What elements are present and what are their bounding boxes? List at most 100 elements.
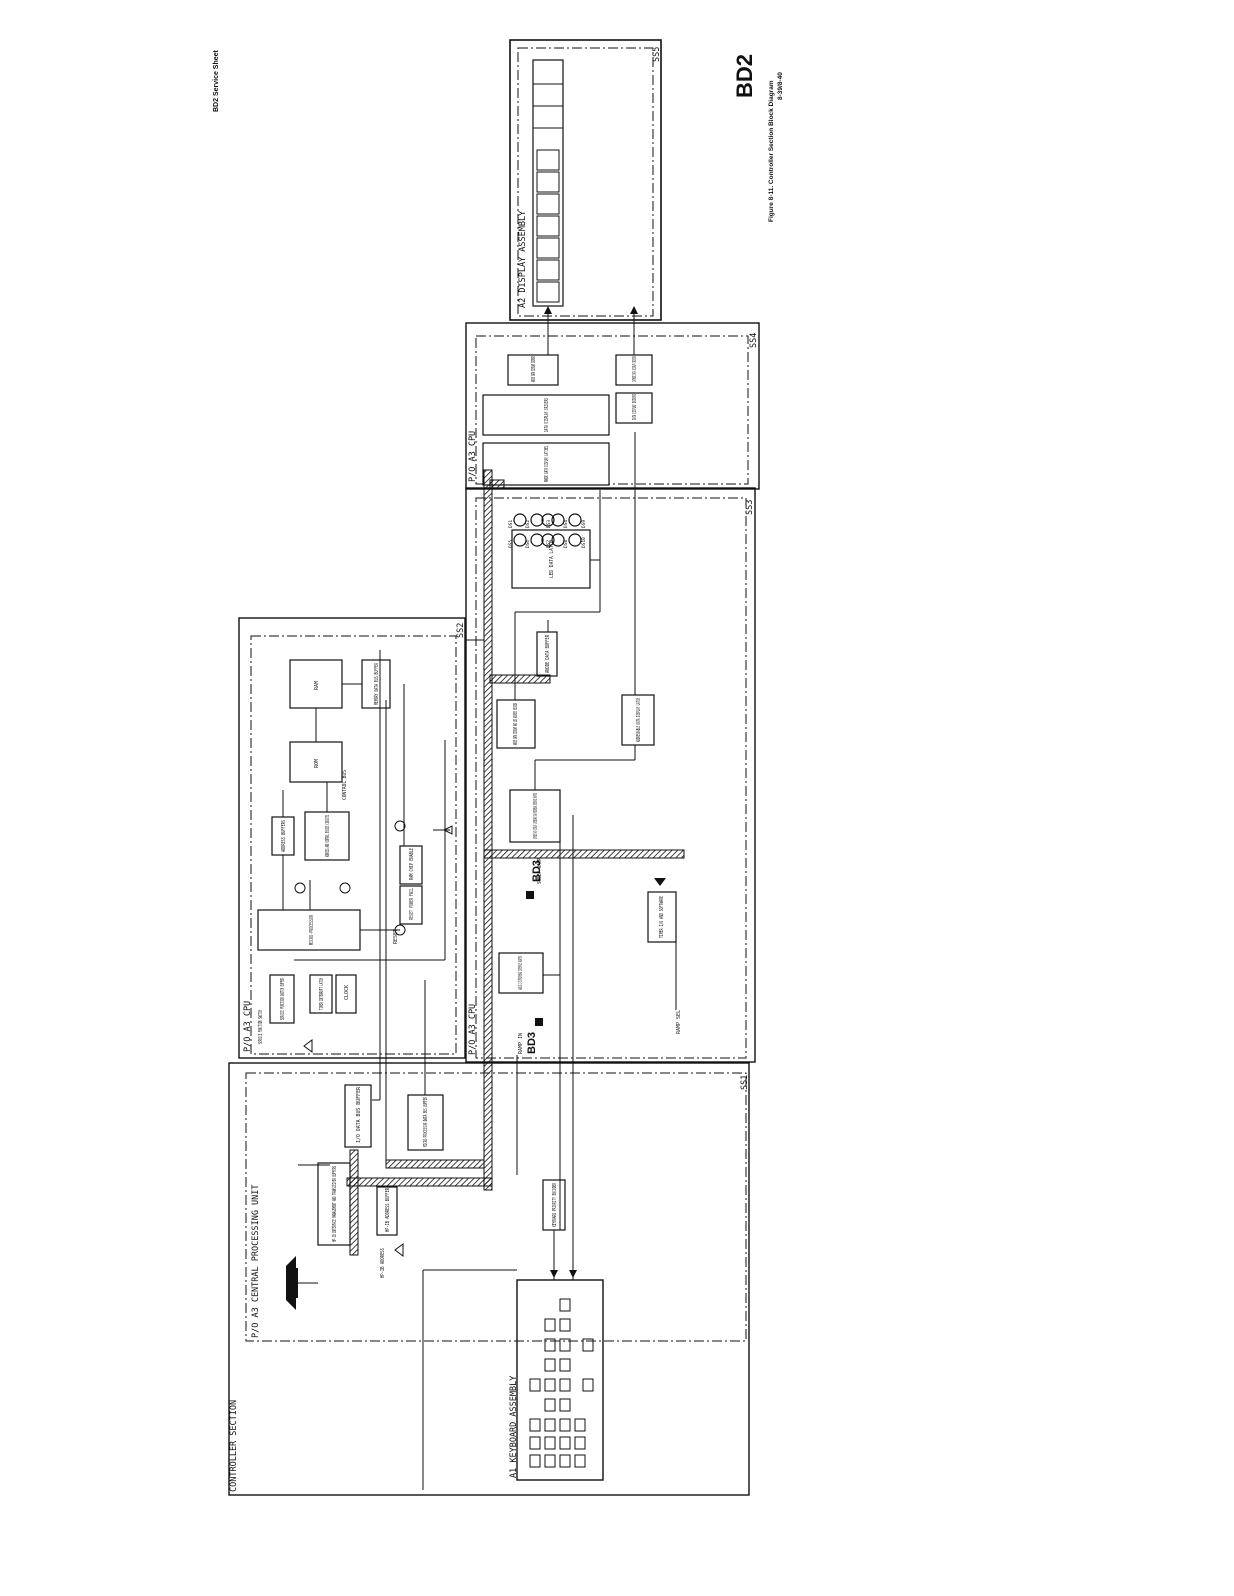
ss2-cpu-label: P/O A3 CPU <box>243 1001 253 1052</box>
reset-power-fail-block <box>399 885 423 925</box>
sheet-title: BD2 Service Sheet <box>213 49 220 112</box>
figure-caption: Figure 8-11. Controller Section Block Di… <box>768 80 775 222</box>
hpib-connector-label: HP-IB <box>292 1283 298 1298</box>
data-display-drivers-2-block <box>615 392 653 424</box>
ram-chip-enable-label: RAM CHIP ENABLE <box>409 848 415 880</box>
hpib-connector-icon[interactable] <box>286 1256 298 1310</box>
ramp-in-label: RAMP IN <box>518 1033 524 1054</box>
control-bus-label: CONTROL BUS <box>342 770 348 800</box>
arrowheads <box>544 306 666 1278</box>
keyboard-assembly-box <box>516 1279 604 1481</box>
supply-symbols <box>294 820 453 1257</box>
anode-data-buffer-label: ANODE DATA BUFFER <box>545 634 551 673</box>
cathode-decoder-label: CATHODE DATA DISPLAY & KEYBOARD SCAN PER… <box>533 793 539 839</box>
seven-segment-digits <box>533 83 563 303</box>
cpu-unit-frame <box>245 1072 747 1342</box>
ram-chip-enable-block <box>399 845 423 885</box>
led-data-latch-block <box>511 529 591 589</box>
ss2-cpu-frame <box>250 635 457 1055</box>
timer-software-label: TIMER I/O AND SOFTWARE <box>659 896 665 938</box>
microprocessor-block <box>257 909 361 951</box>
led-label-8: DS8 <box>563 540 569 548</box>
ss5-label: SS5 <box>652 47 662 62</box>
bd3-label-b: BD3 <box>531 860 543 882</box>
timer-interrupt-label: TIMER INTERRUPT LATCH <box>319 978 325 1010</box>
ss4-label: SS4 <box>749 333 759 348</box>
addressable-latch-block <box>621 694 655 746</box>
io-data-bus-buffer-block <box>344 1084 372 1148</box>
led-label-3: DS3 <box>546 520 552 528</box>
led-label-10: DS10 <box>581 537 587 548</box>
controller-section-label: CONTROLLER SECTION <box>229 1400 239 1492</box>
anode-display-latches-block <box>482 442 610 486</box>
memory-data-bus-buffer-block <box>361 659 391 709</box>
cathode-drivers-label: CATHODE DATA DISPLAY DRIVERS <box>632 356 638 382</box>
rom-label: ROM <box>314 759 320 768</box>
bd3-label-a: BD3 <box>526 1032 538 1054</box>
service-switch-buffer-label: SERVICE FUNCTION SWITCH BUFFER <box>280 978 286 1020</box>
hpib-address-buffer-block <box>376 1186 398 1236</box>
led-data-latch-label: LED DATA LATCH <box>549 540 555 578</box>
ss5-frame <box>509 39 662 321</box>
addressable-latch-label: ADDRESSABLE DATA DISPLAY LATCH <box>636 698 642 742</box>
sweep-ramp-label: SWEEP RAMP <box>537 858 543 884</box>
data-display-drivers-label: DATA DISPLAY DRIVERS <box>544 398 550 432</box>
ss3-cpu-label: P/O A3 CPU <box>468 1004 478 1055</box>
keyboard-keys <box>529 1298 594 1468</box>
logo-text: BD2 <box>732 54 757 98</box>
hpib-transceiver-block <box>317 1162 351 1246</box>
reset-power-fail-label: RESET POWER FAIL <box>409 888 415 920</box>
hpib-transceiver-label: HP-IB INTERFACE MANAGEMENT AND TRANSCEIV… <box>332 1166 338 1242</box>
figure-number: 8-39/8-40 <box>777 72 784 100</box>
clock-label: CLOCK <box>344 985 350 1000</box>
cpu-unit-label: P/O A3 CENTRAL PROCESSING UNIT <box>251 1184 261 1338</box>
data-display-drivers-2-label: DATA DISPLAY DRIVERS <box>632 394 638 420</box>
ss4-cpu-label: P/O A3 CPU <box>468 431 478 482</box>
ss4-cpu-frame <box>475 335 749 485</box>
signal-lines <box>282 308 677 1490</box>
address-control-label: ADDRESS AND CONTROL DECODE CIRCUITS <box>325 815 331 857</box>
service-switch-label: SERVICE FUNCTION SWITCH <box>258 1010 264 1044</box>
data-bus-lines <box>346 469 685 1256</box>
ss3-label: SS3 <box>745 500 755 515</box>
rom-block <box>289 741 343 783</box>
led-label-7: DS7 <box>546 540 552 548</box>
ss2-frame <box>238 617 466 1059</box>
hpib-address-buffer-label: HP-IB ADDRESS BUFFER <box>385 1187 391 1232</box>
analog-io-label: ANALOG I/O PERIPHERAL INTERFACE ADAPTER <box>518 956 524 990</box>
timer-interrupt-block <box>309 974 333 1014</box>
address-control-block <box>304 811 350 861</box>
timer-software-block <box>647 891 677 943</box>
data-display-drivers-block <box>482 394 610 436</box>
reset-label: RESET <box>393 929 399 944</box>
anode-decoder-block <box>496 699 536 749</box>
ram-label: RAM <box>314 681 320 690</box>
led-label-2: DS2 <box>525 520 531 528</box>
anode-decoder-label: ANODE DATA DISPLAY AND LED ADDRESS DECOD… <box>513 703 519 745</box>
bd3-markers <box>526 891 543 1026</box>
ss3-cpu-frame <box>475 497 747 1059</box>
led-label-6: DS6 <box>525 540 531 548</box>
keyboard-encoder-label: KEYBOARD PRIORITY ENCODER <box>552 1182 558 1227</box>
ss4-frame <box>465 322 760 490</box>
micro-data-bus-buffer-label: MICRO-PROCESSOR DATA BUS BUFFER <box>423 1096 429 1147</box>
ramp-sel-label: RAMP SEL <box>676 1010 682 1034</box>
service-switch-buffer-block <box>269 974 295 1024</box>
clock-block <box>335 974 357 1014</box>
anode-display-latches-label: ANODE DATA DISPLAY LATCHES <box>544 446 550 482</box>
address-buffers-label: ADDRESS BUFFERS <box>281 820 287 852</box>
io-data-bus-buffer-label: I/O DATA BUS BUFFER <box>356 1086 362 1143</box>
cathode-decoder-block <box>509 789 561 843</box>
ss2-label: SS2 <box>456 623 466 638</box>
memory-data-bus-buffer-label: MEMORY DATA BUS BUFFER <box>374 662 380 705</box>
led-label-9: DS9 <box>581 520 587 528</box>
led-label-5: DS5 <box>508 540 514 548</box>
led-label-1: DS1 <box>508 520 514 528</box>
microprocessor-label: MICRO-PROCESSOR <box>309 914 315 945</box>
ss3-frame <box>465 487 756 1063</box>
display-assembly-label: A2 DISPLAY ASSEMBLY <box>518 211 528 308</box>
led-indicators <box>513 513 582 547</box>
hpib-address-label: HP-IB ADDRESS <box>380 1248 386 1278</box>
